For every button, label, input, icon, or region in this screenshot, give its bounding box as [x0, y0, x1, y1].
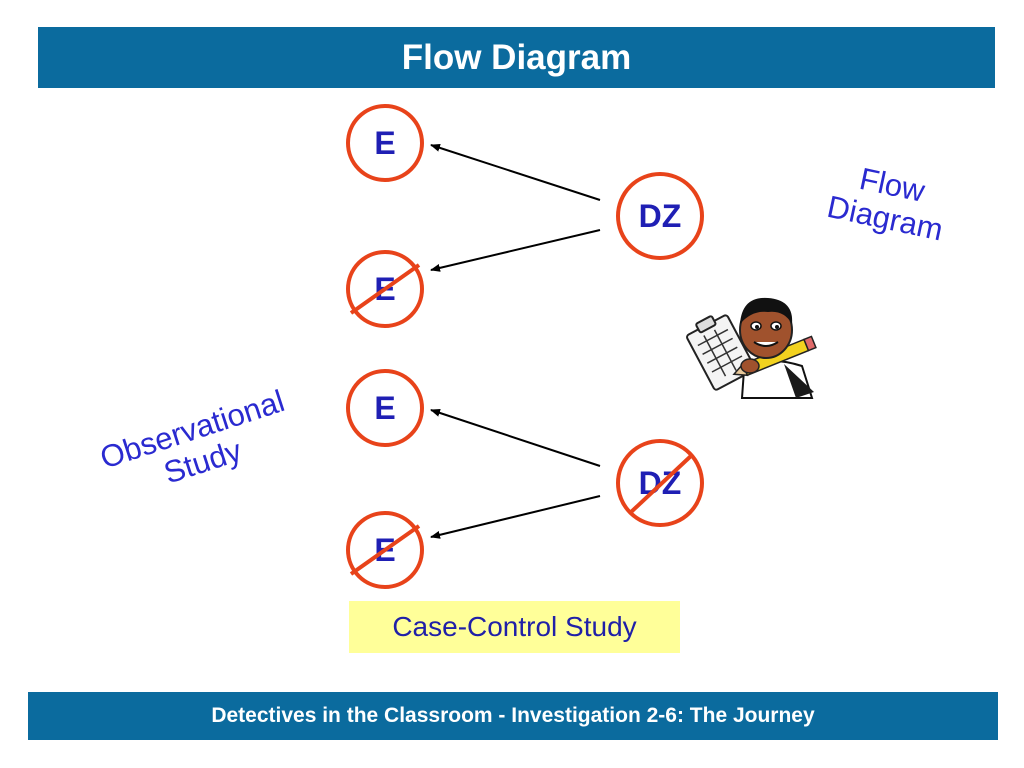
title-bar: Flow Diagram — [38, 27, 995, 88]
node-dz1-label: DZ — [639, 198, 682, 234]
node-e3: E — [346, 369, 424, 447]
node-dz2-strike — [628, 453, 694, 515]
arrow-dz2-to-e4 — [430, 495, 601, 539]
case-control-box: Case-Control Study — [349, 601, 680, 653]
slide-footer: Detectives in the Classroom - Investigat… — [211, 704, 815, 727]
node-dz1: DZ — [616, 172, 704, 260]
node-e2-strike — [349, 263, 421, 315]
node-dz2: DZ — [616, 439, 704, 527]
node-e1-label: E — [374, 125, 395, 161]
node-e2: E — [346, 250, 424, 328]
node-e3-label: E — [374, 390, 395, 426]
arrow-dz1-to-e1 — [430, 143, 601, 201]
node-e1: E — [346, 104, 424, 182]
footer-bar: Detectives in the Classroom - Investigat… — [28, 692, 998, 740]
arrow-dz2-to-e3 — [430, 409, 601, 467]
case-control-label: Case-Control Study — [392, 611, 637, 642]
node-e4: E — [346, 511, 424, 589]
arrow-dz1-to-e2 — [430, 229, 601, 272]
slide-title: Flow Diagram — [401, 37, 632, 77]
detective-with-clipboard-icon — [686, 297, 817, 399]
node-e4-strike — [349, 524, 421, 576]
